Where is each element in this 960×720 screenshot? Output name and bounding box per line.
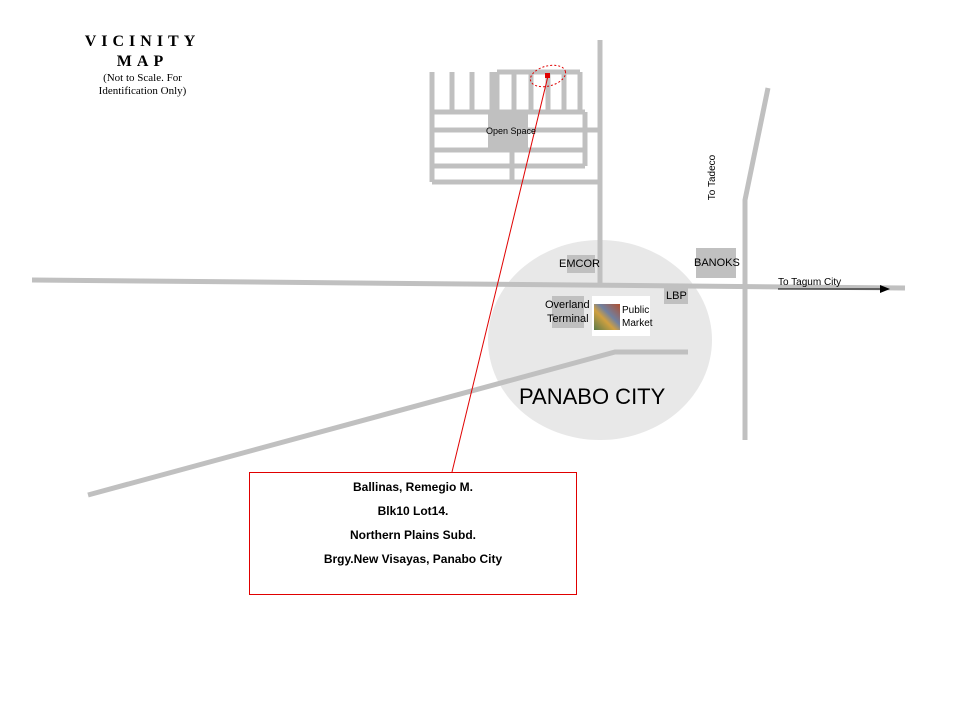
to-tagum-label: To Tagum City	[778, 277, 842, 288]
public-market: Public Market	[592, 296, 653, 336]
address-barangay: Brgy.New Visayas, Panabo City	[323, 552, 503, 566]
title-note1: (Not to Scale. For	[103, 72, 182, 84]
open-space-label: Open Space	[486, 126, 537, 136]
map-title: VICINITY MAP (Not to Scale. For Identifi…	[60, 32, 225, 98]
lbp-label: LBP	[666, 290, 687, 302]
address-name: Ballinas, Remegio M.	[352, 480, 474, 494]
title-note2: Identification Only)	[98, 85, 187, 97]
arrow-right-icon	[880, 285, 890, 293]
banoks-label: BANOKS	[694, 257, 740, 269]
open-space-area	[488, 112, 528, 152]
title-line2: MAP	[116, 53, 169, 70]
address-subdivision: Northern Plains Subd.	[349, 528, 476, 542]
location-marker	[545, 73, 550, 78]
overland-terminal-label-2: Terminal	[547, 313, 589, 325]
title-line1: VICINITY	[84, 33, 201, 50]
road-southwest	[87, 349, 688, 498]
public-market-label-2: Market	[622, 318, 653, 329]
roads	[31, 40, 906, 498]
highway	[31, 277, 906, 291]
road-tadeco-diagonal	[742, 87, 771, 290]
address-box: Ballinas, Remegio M. Blk10 Lot14. Northe…	[249, 472, 577, 595]
emcor-label: EMCOR	[559, 258, 600, 270]
public-market-label-1: Public	[622, 305, 650, 316]
city-label: PANABO CITY	[519, 384, 666, 409]
to-tadeco-label: To Tadeco	[707, 154, 719, 201]
address-block-lot: Blk10 Lot14.	[377, 504, 449, 518]
city-area	[488, 240, 712, 440]
location-highlight	[529, 64, 567, 88]
public-market-image	[594, 304, 620, 330]
location-pointer-line	[451, 75, 549, 473]
overland-terminal-label-1: Overland	[545, 299, 590, 311]
